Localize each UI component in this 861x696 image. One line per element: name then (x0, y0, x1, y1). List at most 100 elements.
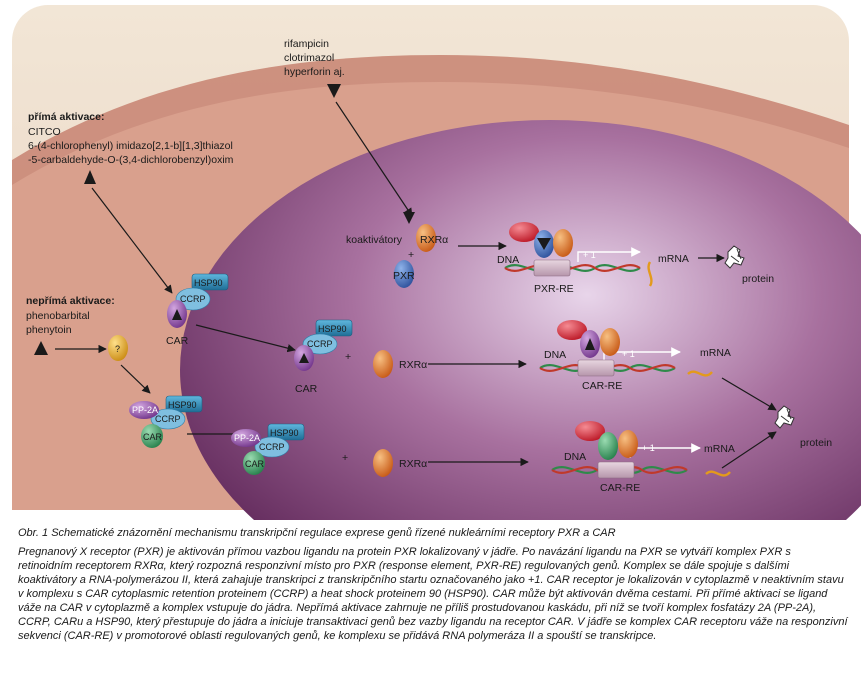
nuc-rxr-label-1: RXRα (399, 359, 427, 371)
direct-activation-line-3: -5-carbaldehyde-O-(3,4-dichlorobenzyl)ox… (28, 154, 234, 166)
pxr-re-label: PXR-RE (534, 283, 574, 295)
pxr-ligands-block: rifampicin clotrimazol hyperforin aj. (284, 38, 345, 98)
direct-activation-block: přímá aktivace: CITCO 6-(4-chlorophenyl)… (28, 111, 234, 184)
indirect-ligand-triangle (34, 341, 48, 355)
nuc-rxr-label-2: RXRα (399, 458, 427, 470)
direct-ligand-triangle (84, 170, 96, 184)
pp2a-ccrp-shape (150, 408, 186, 430)
nuc-ccrp-label: CCRP (307, 339, 333, 349)
pxr-mrna-strand (647, 261, 653, 287)
pxr-ligand-1: rifampicin (284, 38, 329, 50)
pxr-dna-coactivator (509, 222, 539, 242)
car-dna-complex-1: DNA CAR-RE + 1 mRNA (539, 320, 731, 392)
hsp90-label: HSP90 (194, 278, 223, 288)
arrow-direct-to-car (91, 187, 173, 294)
arrow-mrna-to-protein-3 (721, 431, 777, 469)
pxr-ligand-on-rxr (403, 212, 415, 224)
car2-mrna-strand (705, 470, 731, 477)
ccrp-shape (175, 287, 211, 311)
car2-car (598, 432, 618, 460)
transcription-arrow-1 (577, 247, 641, 262)
coactivators-label: koaktivátory (346, 234, 403, 246)
car-dna-complex-2: DNA CAR-RE + 1 mRNA (551, 421, 735, 494)
caption-body: Pregnanový X receptor (PXR) je aktivován… (18, 546, 848, 642)
pp2a-label: PP-2A (132, 405, 158, 415)
car1-dna-label: DNA (544, 349, 566, 361)
car1-mrna-label: mRNA (700, 347, 731, 359)
caption-title: Obr. 1 Schematické znázornění mechanismu… (18, 527, 616, 539)
car1-plus-one: + 1 (622, 349, 635, 359)
figure-caption: Obr. 1 Schematické znázornění mechanismu… (18, 526, 848, 643)
nuc-rxr-shape-2 (373, 449, 393, 477)
nucleus (180, 120, 861, 520)
arrow-car-to-nucleus (195, 324, 296, 353)
car-ligand (172, 309, 182, 320)
nuc2-pp2a-shape (231, 429, 261, 447)
car1-mrna-strand (687, 370, 713, 377)
protein-2-label: protein (800, 437, 832, 449)
car2-plus-one: + 1 (642, 443, 655, 453)
indirect-activation-block: nepřímá aktivace: phenobarbital phenytoi… (26, 295, 115, 355)
protein-2-shape (774, 405, 795, 429)
car-complex-nucleus: HSP90 CCRP CAR + RXRα (294, 319, 427, 395)
nuc-car-label: CAR (295, 383, 318, 395)
pxr-dna-rxr (553, 229, 573, 257)
nuc-rxr-shape-1 (373, 350, 393, 378)
hsp90-box (191, 273, 229, 291)
car2-coactivator (575, 421, 605, 441)
car-label: CAR (166, 335, 189, 347)
car1-re-label: CAR-RE (582, 380, 622, 392)
unknown-mediator: ? (108, 335, 128, 361)
nuc-ccrp-shape (302, 333, 338, 355)
car2-re-box (597, 461, 635, 479)
pxr-rxr-shape (416, 224, 436, 252)
nuc-car-ligand (299, 353, 309, 363)
direct-activation-heading: přímá aktivace: (28, 111, 104, 123)
pxr-ligand-triangle (327, 84, 341, 98)
pp2a-car-shape (141, 424, 163, 448)
protein-1: protein (724, 245, 774, 285)
nuc-plus-1: + (345, 351, 351, 363)
pxr-dna-strand-b (504, 264, 641, 272)
protein-2-ribbon (780, 408, 792, 423)
nuc2-ccrp-shape (254, 436, 290, 458)
direct-activation-line-2: 6-(4-chlorophenyl) imidazo[2,1-b][1,3]th… (28, 140, 233, 152)
ccrp-label: CCRP (180, 294, 206, 304)
car2-rxr (618, 430, 638, 458)
car1-rxr (600, 328, 620, 356)
pxr-mrna-label: mRNA (658, 253, 689, 265)
car1-re-box (577, 359, 615, 377)
nuc-hsp90-box (315, 319, 353, 337)
pathway-arrows (55, 101, 777, 469)
pp2a-hsp90-box (165, 395, 203, 413)
indirect-activation-heading: nepřímá aktivace: (26, 295, 115, 307)
nuc2-car-label: CAR (245, 459, 265, 469)
pp2a-hsp90-label: HSP90 (168, 400, 197, 410)
receptor-diagram: přímá aktivace: CITCO 6-(4-chlorophenyl)… (12, 5, 861, 520)
car1-ligand (585, 338, 595, 350)
indirect-activation-line-2: phenytoin (26, 324, 72, 336)
nuc2-ccrp-label: CCRP (259, 442, 285, 452)
pxr-ligand-3: hyperforin aj. (284, 66, 345, 78)
pxr-pathway: koaktivátory RXRα + PXR (346, 212, 448, 288)
unknown-mediator-shape (108, 335, 128, 361)
pp2a-complex-nucleus: HSP90 CCRP PP-2A CAR + RXRα (231, 423, 427, 477)
pxr-dna-label: DNA (497, 254, 519, 266)
pp2a-complex-cytoplasm: HSP90 CCRP PP-2A CAR (129, 395, 203, 448)
car-complex-cytoplasm: HSP90 CCRP CAR (166, 273, 229, 347)
car1-coactivator (557, 320, 587, 340)
pp2a-ccrp-label: CCRP (155, 414, 181, 424)
nuc2-hsp90-box (267, 423, 305, 441)
nuc2-pp2a-label: PP-2A (234, 433, 260, 443)
arrow-mrna-to-protein-2 (721, 377, 777, 411)
pxr-dna-ligand (537, 238, 551, 250)
car2-mrna-label: mRNA (704, 443, 735, 455)
pxr-rxr-label: RXRα (420, 234, 448, 246)
nuc-hsp90-label: HSP90 (318, 324, 347, 334)
unknown-mediator-label: ? (115, 344, 120, 354)
nuc2-hsp90-label: HSP90 (270, 428, 299, 438)
pp2a-car-label: CAR (143, 432, 163, 442)
pxr-label: PXR (393, 270, 415, 282)
protein-1-ribbon (730, 248, 742, 263)
pxr-shape (394, 260, 414, 288)
